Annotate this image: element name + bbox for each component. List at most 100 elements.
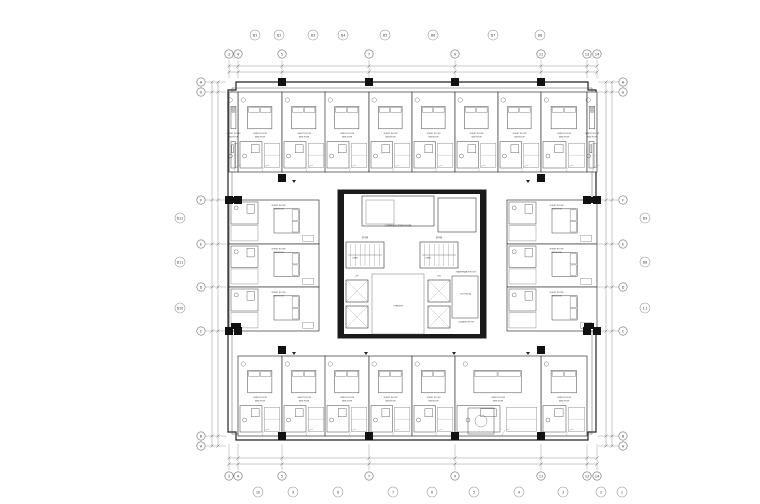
room-label: GUEST ROOM [585, 133, 599, 135]
room-tag-label: D9 [643, 217, 647, 221]
stair-left-label: STAIR [362, 237, 369, 240]
pillow [564, 371, 576, 377]
grid-label: F [200, 199, 202, 203]
sink-icon [589, 144, 592, 154]
lift-shaft [345, 279, 369, 303]
pillow [519, 107, 531, 113]
bathroom [239, 405, 263, 433]
door-swing [478, 164, 486, 173]
grid-bubble [196, 431, 206, 441]
grid-label: H [200, 81, 203, 85]
grid-bubble [364, 471, 374, 481]
door-swing [306, 428, 314, 437]
room-outline [281, 355, 327, 437]
room-tag-label: D8 [643, 261, 647, 265]
grid-bubble [196, 195, 206, 205]
sink-icon [381, 408, 390, 417]
room-sublabel: KING ROOM [493, 400, 504, 402]
door-swing [435, 428, 443, 437]
grid-label: B [622, 435, 625, 439]
lift-shaft [427, 305, 451, 329]
stair-outline [419, 241, 459, 269]
sink-icon [250, 408, 260, 417]
grid-label: 13 [585, 53, 589, 57]
grid-label: 4 [237, 475, 239, 479]
pillow [304, 371, 316, 377]
grid-bubble [618, 282, 628, 292]
grid-bubble [536, 471, 546, 481]
room-sublabel: KING ROOM [274, 208, 285, 210]
room-tag-circle [557, 486, 569, 498]
toilet-icon [373, 153, 378, 159]
room-label: GUEST ROOM [272, 205, 286, 207]
room-label: GUEST ROOM [427, 133, 441, 135]
room-outline [281, 91, 327, 173]
core-corridor-label: CORRIDOR [393, 306, 403, 308]
bed [291, 370, 317, 394]
grid-bubble [450, 471, 460, 481]
column [583, 327, 591, 335]
toilet-icon [459, 153, 464, 159]
pillow [335, 371, 347, 377]
room-sublabel: KING ROOM [552, 208, 563, 210]
armchair [544, 361, 549, 367]
toilet-icon [286, 153, 291, 159]
grid-bubble [277, 471, 287, 481]
grid-label: 5 [281, 53, 283, 57]
room-sublabel: KING ROOM [342, 136, 353, 138]
room-label: GUEST ROOM [550, 249, 564, 251]
room-tag-label: 2 [600, 491, 602, 495]
grid-bubble [450, 49, 460, 59]
bathroom [326, 141, 350, 169]
door-marker [292, 352, 296, 355]
armchair [240, 97, 246, 103]
sink-icon [338, 408, 347, 417]
column [537, 346, 545, 354]
room-tag-label: 6 [431, 491, 433, 495]
bed [378, 106, 403, 130]
grid-bubble [364, 49, 374, 59]
room-tag-label: D6 [431, 34, 435, 38]
room-outline [324, 91, 370, 173]
bathroom [542, 405, 567, 433]
room-tag-circle [639, 256, 651, 268]
room-outline [411, 91, 456, 173]
armchair [284, 361, 290, 367]
grid-bubble [618, 431, 628, 441]
stair-left [345, 241, 385, 269]
room-label: GUEST ROOM [253, 133, 267, 135]
bed [247, 370, 273, 394]
room-sublabel: KING ROOM [229, 136, 240, 138]
grid-bubble [233, 471, 243, 481]
door-marker [526, 180, 530, 183]
room-tag-label: 4 [518, 491, 520, 495]
toilet-icon [373, 417, 378, 423]
room-label: GUEST ROOM [340, 133, 354, 135]
pillow [476, 107, 488, 113]
bed [551, 252, 578, 277]
desk [302, 322, 314, 329]
sink-icon [424, 144, 433, 154]
bathroom [508, 288, 537, 312]
core-corridor [371, 273, 425, 335]
armchair [457, 97, 463, 103]
column [225, 196, 233, 204]
grid-bubble [618, 326, 628, 336]
service-room-label: CLEANING ROOM [458, 321, 474, 324]
bathroom [230, 245, 259, 268]
bathroom [283, 141, 307, 169]
grid-bubble [618, 87, 628, 97]
grid-label: A [622, 445, 625, 449]
column [537, 432, 545, 440]
door-swing [392, 428, 400, 437]
toilet-icon [545, 153, 551, 159]
room-tag-label: D1 [253, 34, 257, 38]
bathroom [413, 141, 436, 169]
pillow [233, 107, 236, 113]
grid-label: 5 [281, 475, 283, 479]
